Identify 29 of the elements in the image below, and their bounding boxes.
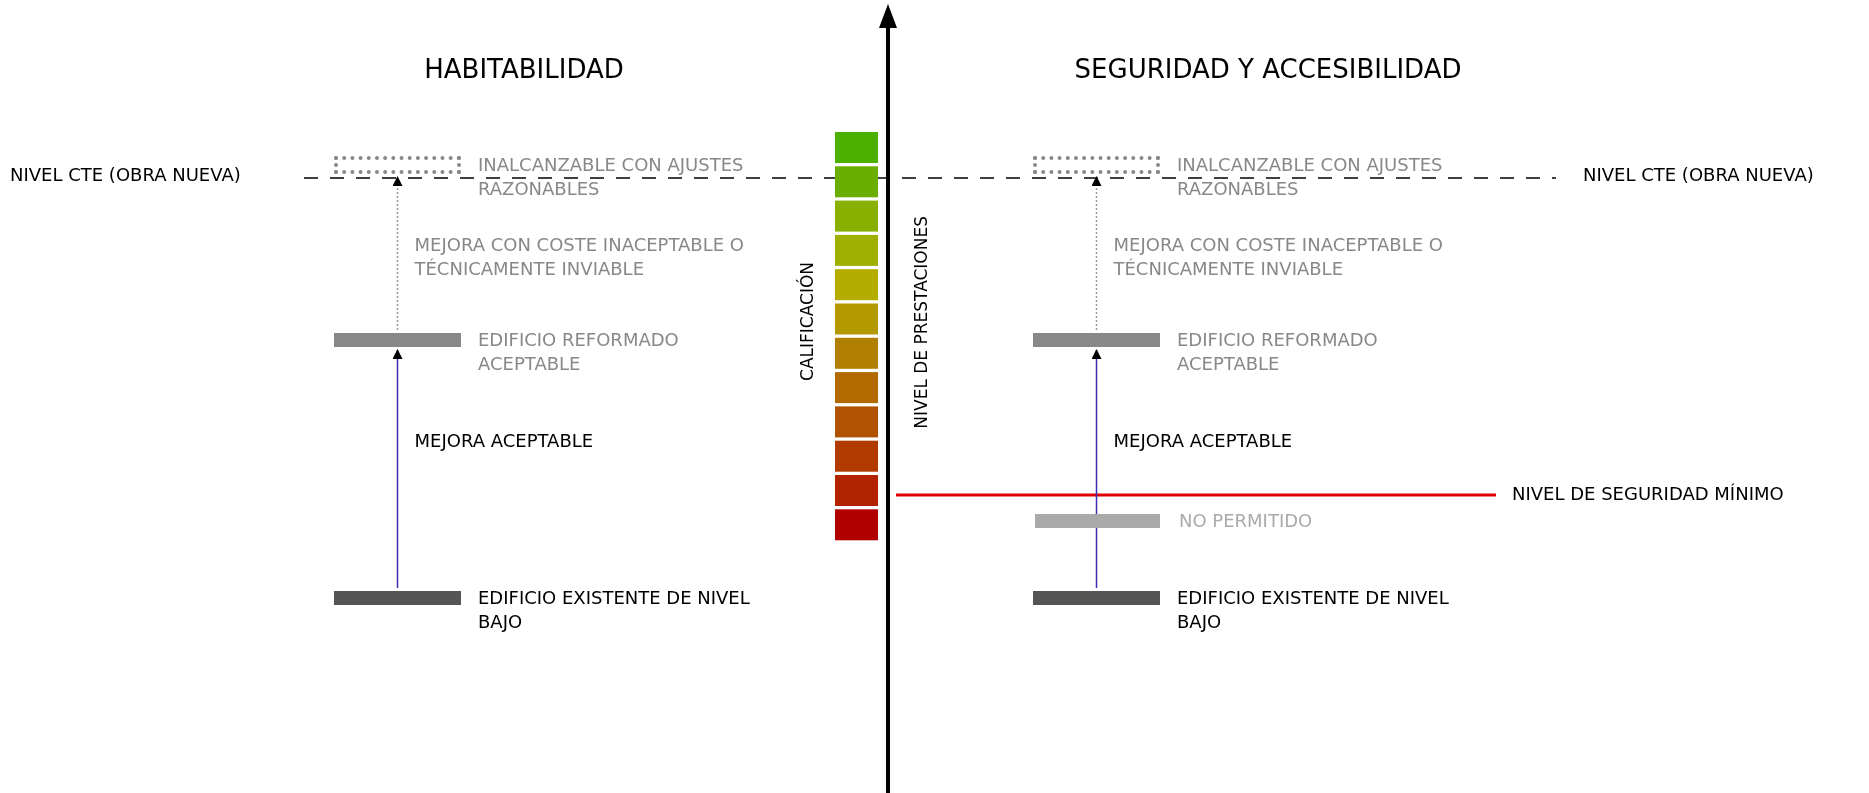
level-bar [334, 333, 461, 347]
arrow [392, 349, 403, 589]
level-label: EDIFICIO EXISTENTE DE NIVEL BAJO [478, 586, 751, 634]
dotted-outline-box [1033, 156, 1160, 174]
edge-label: MEJORA ACEPTABLE [414, 429, 595, 453]
level-label: INALCANZABLE CON AJUSTES RAZONABLES [478, 153, 745, 201]
section-heading: HABITABILIDAD [424, 53, 624, 86]
axis-label: NIVEL DE PRESTACIONES [911, 216, 931, 429]
level-label: EDIFICIO REFORMADO ACEPTABLE [1177, 328, 1379, 376]
arrow [392, 176, 403, 331]
dotted-outline-box [334, 156, 461, 174]
level-bar [1033, 333, 1160, 347]
level-label: INALCANZABLE CON AJUSTES RAZONABLES [1177, 153, 1444, 201]
edge-label: MEJORA CON COSTE INACEPTABLE O TÉCNICAMENTE INVIABLE [1113, 233, 1444, 281]
level-bar [1035, 514, 1160, 528]
level-bar [1033, 591, 1160, 605]
section-heading: SEGURIDAD Y ACCESIBILIDAD [1074, 53, 1462, 86]
arrow [1091, 176, 1102, 331]
edge-label: MEJORA ACEPTABLE [1113, 429, 1294, 453]
level-label: NIVEL CTE (OBRA NUEVA) [1583, 163, 1814, 187]
level-label: EDIFICIO REFORMADO ACEPTABLE [478, 328, 680, 376]
level-label: NIVEL DE SEGURIDAD MÍNIMO [1512, 482, 1784, 506]
arrow [1091, 349, 1102, 589]
axis-label: CALIFICACIÓN [797, 262, 817, 381]
edge-label: MEJORA CON COSTE INACEPTABLE O TÉCNICAMENTE INVIABLE [414, 233, 745, 281]
level-label: EDIFICIO EXISTENTE DE NIVEL BAJO [1177, 586, 1450, 634]
level-bar [334, 591, 461, 605]
level-label: NO PERMITIDO [1179, 509, 1314, 533]
level-label: NIVEL CTE (OBRA NUEVA) [10, 163, 241, 187]
